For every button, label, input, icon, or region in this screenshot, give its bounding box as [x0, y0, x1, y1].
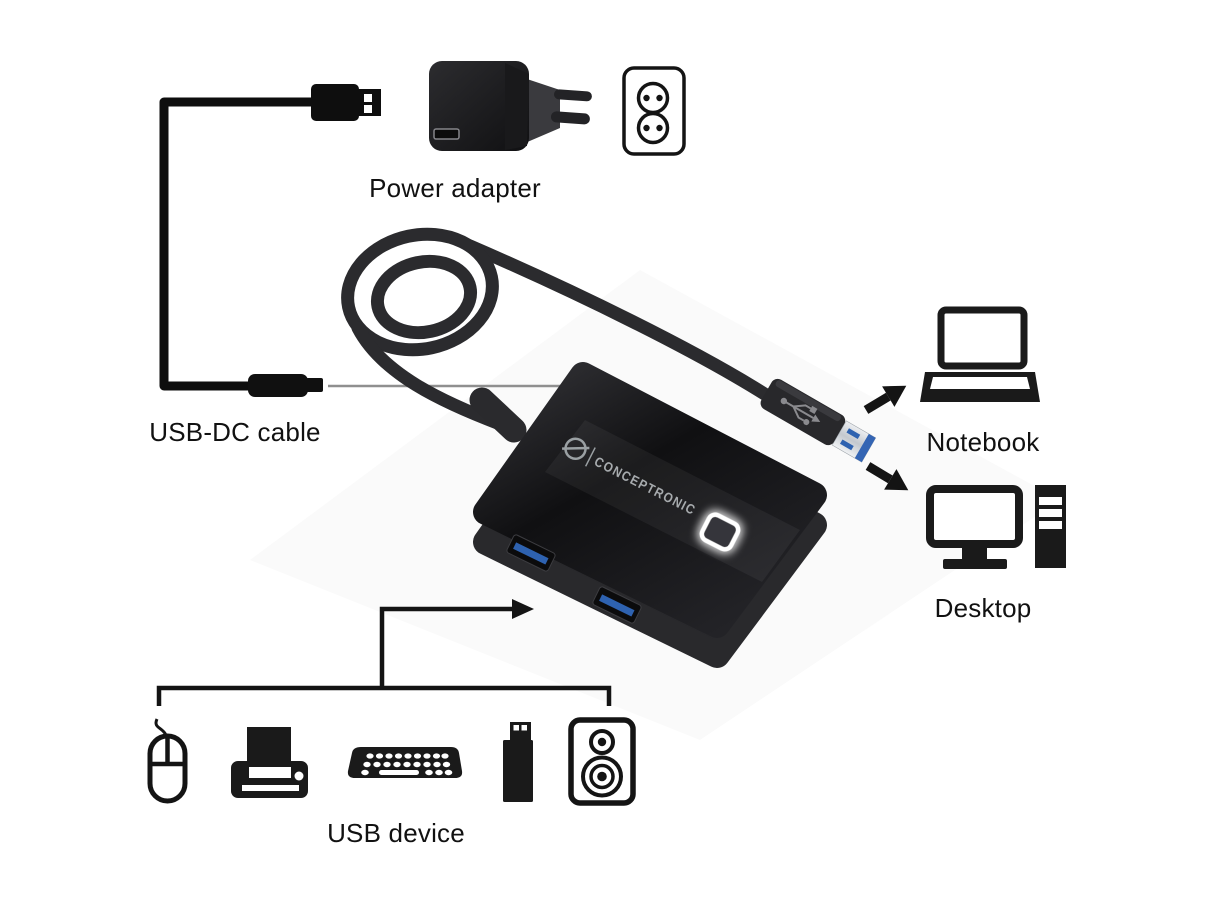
usb-hub-device: CONCEPTRONIC — [341, 227, 827, 668]
usb3-port — [506, 534, 556, 572]
desktop-icon — [926, 485, 1066, 569]
mouse-icon — [147, 718, 188, 804]
power-adapter-icon — [429, 61, 592, 151]
cable-stub — [469, 387, 527, 443]
usb-dc-cable-line — [159, 97, 312, 391]
usb3-port — [592, 586, 642, 624]
hub-top-face — [473, 362, 827, 638]
notebook-icon — [920, 306, 1040, 402]
usb-device-bracket — [156, 606, 612, 706]
hub-sheen — [545, 420, 800, 582]
usb-a-connector-icon — [311, 84, 381, 121]
arrow-to-notebook-icon — [863, 385, 907, 414]
usb-stick-icon — [503, 722, 533, 802]
coiled-cable — [341, 227, 781, 431]
power-adapter-label: Power adapter — [369, 173, 541, 203]
usb-dc-cable-label: USB-DC cable — [149, 417, 321, 447]
led-button — [699, 512, 741, 552]
arrow-to-desktop-icon — [865, 462, 909, 491]
usb3-plug-icon — [760, 378, 877, 463]
desktop-label: Desktop — [934, 593, 1032, 623]
usb-device-label: USB device — [327, 818, 465, 848]
keyboard-icon — [347, 747, 463, 778]
arrow-to-hub-icon — [512, 599, 534, 619]
printer-icon — [231, 727, 308, 798]
speaker-icon — [568, 717, 636, 806]
keyboard-keys — [361, 753, 453, 776]
dc-connector-icon — [248, 374, 323, 397]
notebook-label: Notebook — [926, 427, 1040, 457]
wall-socket-icon — [622, 66, 686, 156]
usb-trident-symbol — [780, 397, 821, 426]
